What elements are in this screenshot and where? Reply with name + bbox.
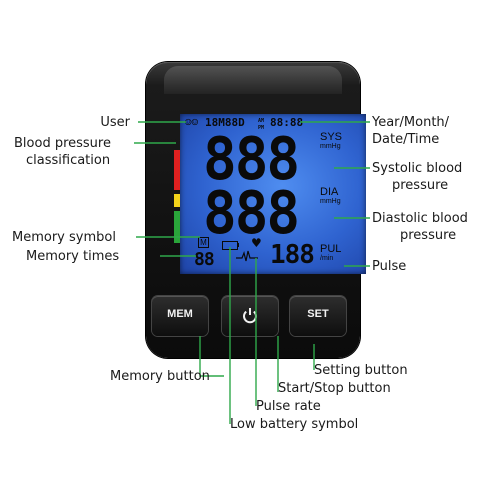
label-user: User (100, 115, 130, 130)
label-year-month-date-1: Year/Month/ (372, 115, 450, 130)
device-top-bezel (164, 66, 342, 94)
user-icon: ☺☺ (185, 116, 199, 129)
pm-indicator: PM (258, 125, 265, 131)
set-button-label: SET (307, 308, 329, 320)
am-indicator: AM (258, 118, 265, 124)
sys-unit-label: SYS (320, 131, 343, 143)
systolic-digits: 888 (203, 125, 300, 194)
memory-count: 88 (194, 249, 215, 270)
label-low-battery-symbol: Low battery symbol (230, 417, 359, 432)
leader-memory-button (199, 336, 224, 377)
heart-icon: ♥ (251, 236, 262, 250)
classification-bar-green (174, 211, 180, 243)
pul-per-min: /min (320, 255, 334, 262)
pul-unit-label: PUL (320, 243, 342, 255)
label-year-month-date-2: Date/Time (372, 132, 440, 147)
date-readout: 18M88D (205, 116, 245, 129)
pulse-wave-icon (236, 250, 258, 262)
lcd-screen (180, 114, 366, 274)
label-memory-times: Memory times (26, 249, 120, 264)
pul-unit: PUL/min (320, 244, 341, 263)
label-start-stop-button: Start/Stop button (278, 381, 391, 396)
dia-mmhg: mmHg (320, 198, 341, 205)
label-setting-button: Setting button (314, 363, 408, 378)
pulse-digits: 188 (270, 240, 315, 270)
set-button[interactable]: SET (290, 296, 346, 336)
time-readout: 88:88 (270, 116, 304, 129)
label-systolic-1: Systolic blood (372, 161, 463, 176)
label-pulse-rate: Pulse rate (256, 399, 321, 414)
mem-button[interactable]: MEM (152, 296, 208, 336)
label-bp-classification-1: Blood pressure (14, 136, 111, 151)
mem-button-label: MEM (167, 308, 193, 320)
label-memory-symbol: Memory symbol (12, 230, 116, 245)
classification-bar-red (174, 150, 180, 190)
label-diastolic-2: pressure (400, 228, 457, 243)
sys-mmhg: mmHg (320, 143, 341, 150)
diastolic-digits: 888 (203, 179, 300, 248)
power-button[interactable] (222, 296, 278, 336)
classification-bar-yellow (174, 194, 180, 207)
label-diastolic-1: Diastolic blood (372, 211, 468, 226)
label-systolic-2: pressure (392, 178, 449, 193)
battery-tip (237, 243, 239, 247)
label-pulse: Pulse (372, 259, 407, 274)
label-memory-button: Memory button (110, 369, 210, 384)
label-bp-classification-2: classification (26, 153, 111, 168)
dia-unit-label: DIA (320, 186, 339, 198)
memory-symbol: M (198, 237, 209, 248)
